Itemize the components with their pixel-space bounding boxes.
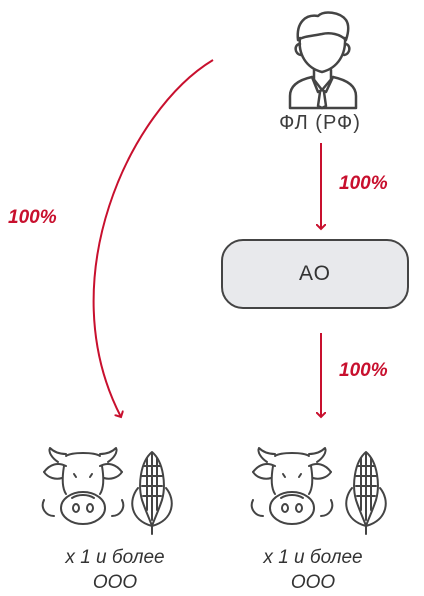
corn-icon	[345, 451, 387, 535]
ownership-percent-owner-company: 100%	[339, 173, 388, 194]
company-box: АО	[221, 239, 409, 309]
subsidiaries-left-type: ООО	[92, 572, 138, 593]
cow-icon	[250, 447, 334, 525]
subsidiaries-left-label: х 1 и более ООО	[30, 545, 200, 595]
subsidiaries-left-count: х 1 и более	[65, 547, 165, 568]
company-label: АО	[299, 262, 331, 285]
owner-label: ФЛ (РФ)	[279, 112, 361, 134]
subsidiaries-right-count: х 1 и более	[263, 547, 363, 568]
corn-icon	[131, 451, 173, 535]
ownership-percent-company-right: 100%	[339, 360, 388, 381]
arrow-owner-to-left	[92, 59, 214, 417]
ownership-percent-owner-left: 100%	[8, 207, 57, 228]
subsidiaries-right-label: х 1 и более ООО	[228, 545, 398, 595]
businessman-icon	[288, 11, 358, 110]
subsidiaries-right-type: ООО	[290, 572, 336, 593]
cow-icon	[41, 447, 125, 525]
